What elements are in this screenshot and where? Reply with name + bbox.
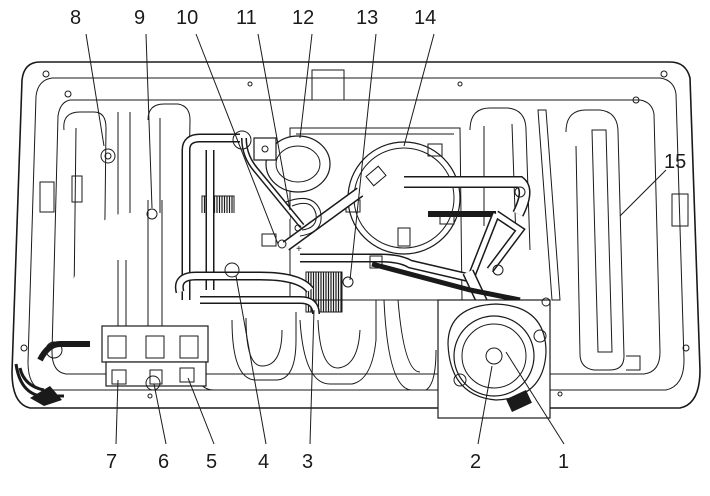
callout-4: 4 (258, 451, 269, 473)
base-pan (11, 61, 701, 409)
callout-2: 2 (470, 451, 481, 473)
leader-8 (85, 33, 105, 147)
callout-6: 6 (158, 451, 169, 473)
leader-11 (257, 33, 291, 211)
leader-13 (349, 33, 377, 281)
accumulator (253, 135, 331, 193)
callout-7: 7 (106, 451, 117, 473)
callout-labels: 8 9 10 11 12 13 14 15 7 6 5 4 3 2 1 (70, 7, 686, 473)
fin-blocks (201, 195, 343, 313)
leader-7 (115, 379, 119, 445)
callout-9: 9 (134, 7, 145, 29)
pipework (37, 133, 531, 377)
callout-1: 1 (558, 451, 569, 473)
rivets (20, 70, 690, 403)
leader-15 (619, 169, 667, 217)
leader-14 (403, 33, 435, 147)
callout-10: 10 (176, 7, 198, 29)
callout-3: 3 (302, 451, 313, 473)
callout-13: 13 (356, 7, 378, 29)
callout-12: 12 (292, 7, 314, 29)
leader-1 (505, 351, 565, 445)
leader-4 (235, 275, 267, 445)
callout-5: 5 (206, 451, 217, 473)
leader-6 (153, 383, 167, 445)
leader-2 (477, 365, 493, 445)
leader-10 (195, 33, 279, 245)
callout-8: 8 (70, 7, 81, 29)
leader-12 (299, 33, 313, 139)
callout-11: 11 (236, 7, 257, 29)
leader-9 (145, 33, 153, 209)
leader-5 (187, 377, 215, 445)
fan-motor (437, 297, 551, 419)
left-tube-bundle (14, 355, 641, 406)
callout-15: 15 (664, 151, 686, 173)
callout-14: 14 (414, 7, 436, 29)
leader-3 (309, 309, 315, 445)
leader-lines (85, 33, 667, 445)
plus-marker: + (296, 244, 302, 255)
